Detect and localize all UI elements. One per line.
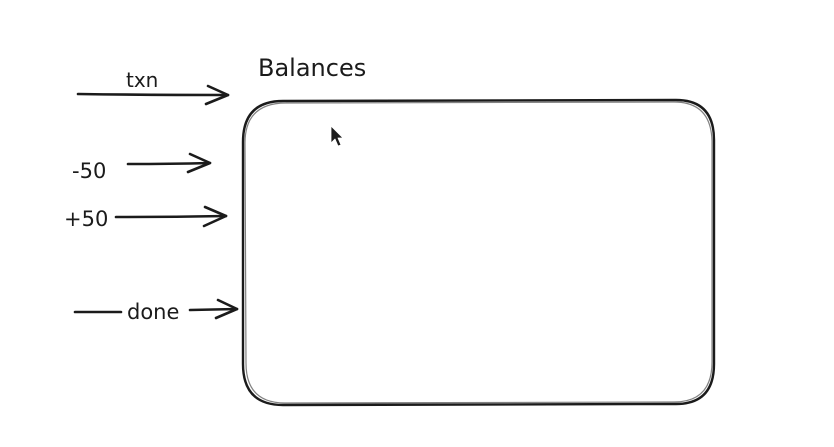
arrow-txn [76,84,230,106]
arrow-plus-50-label: +50 [64,207,108,231]
arrow-done [73,298,239,320]
arrow-minus-50 [126,152,212,174]
balances-box [241,98,716,407]
balances-title: Balances [258,54,366,82]
arrow-done-label: done [127,300,179,324]
mouse-pointer-icon [330,125,344,147]
arrow-minus-50-label: -50 [72,159,106,183]
arrow-txn-label: txn [126,68,158,92]
arrow-plus-50 [114,205,228,228]
